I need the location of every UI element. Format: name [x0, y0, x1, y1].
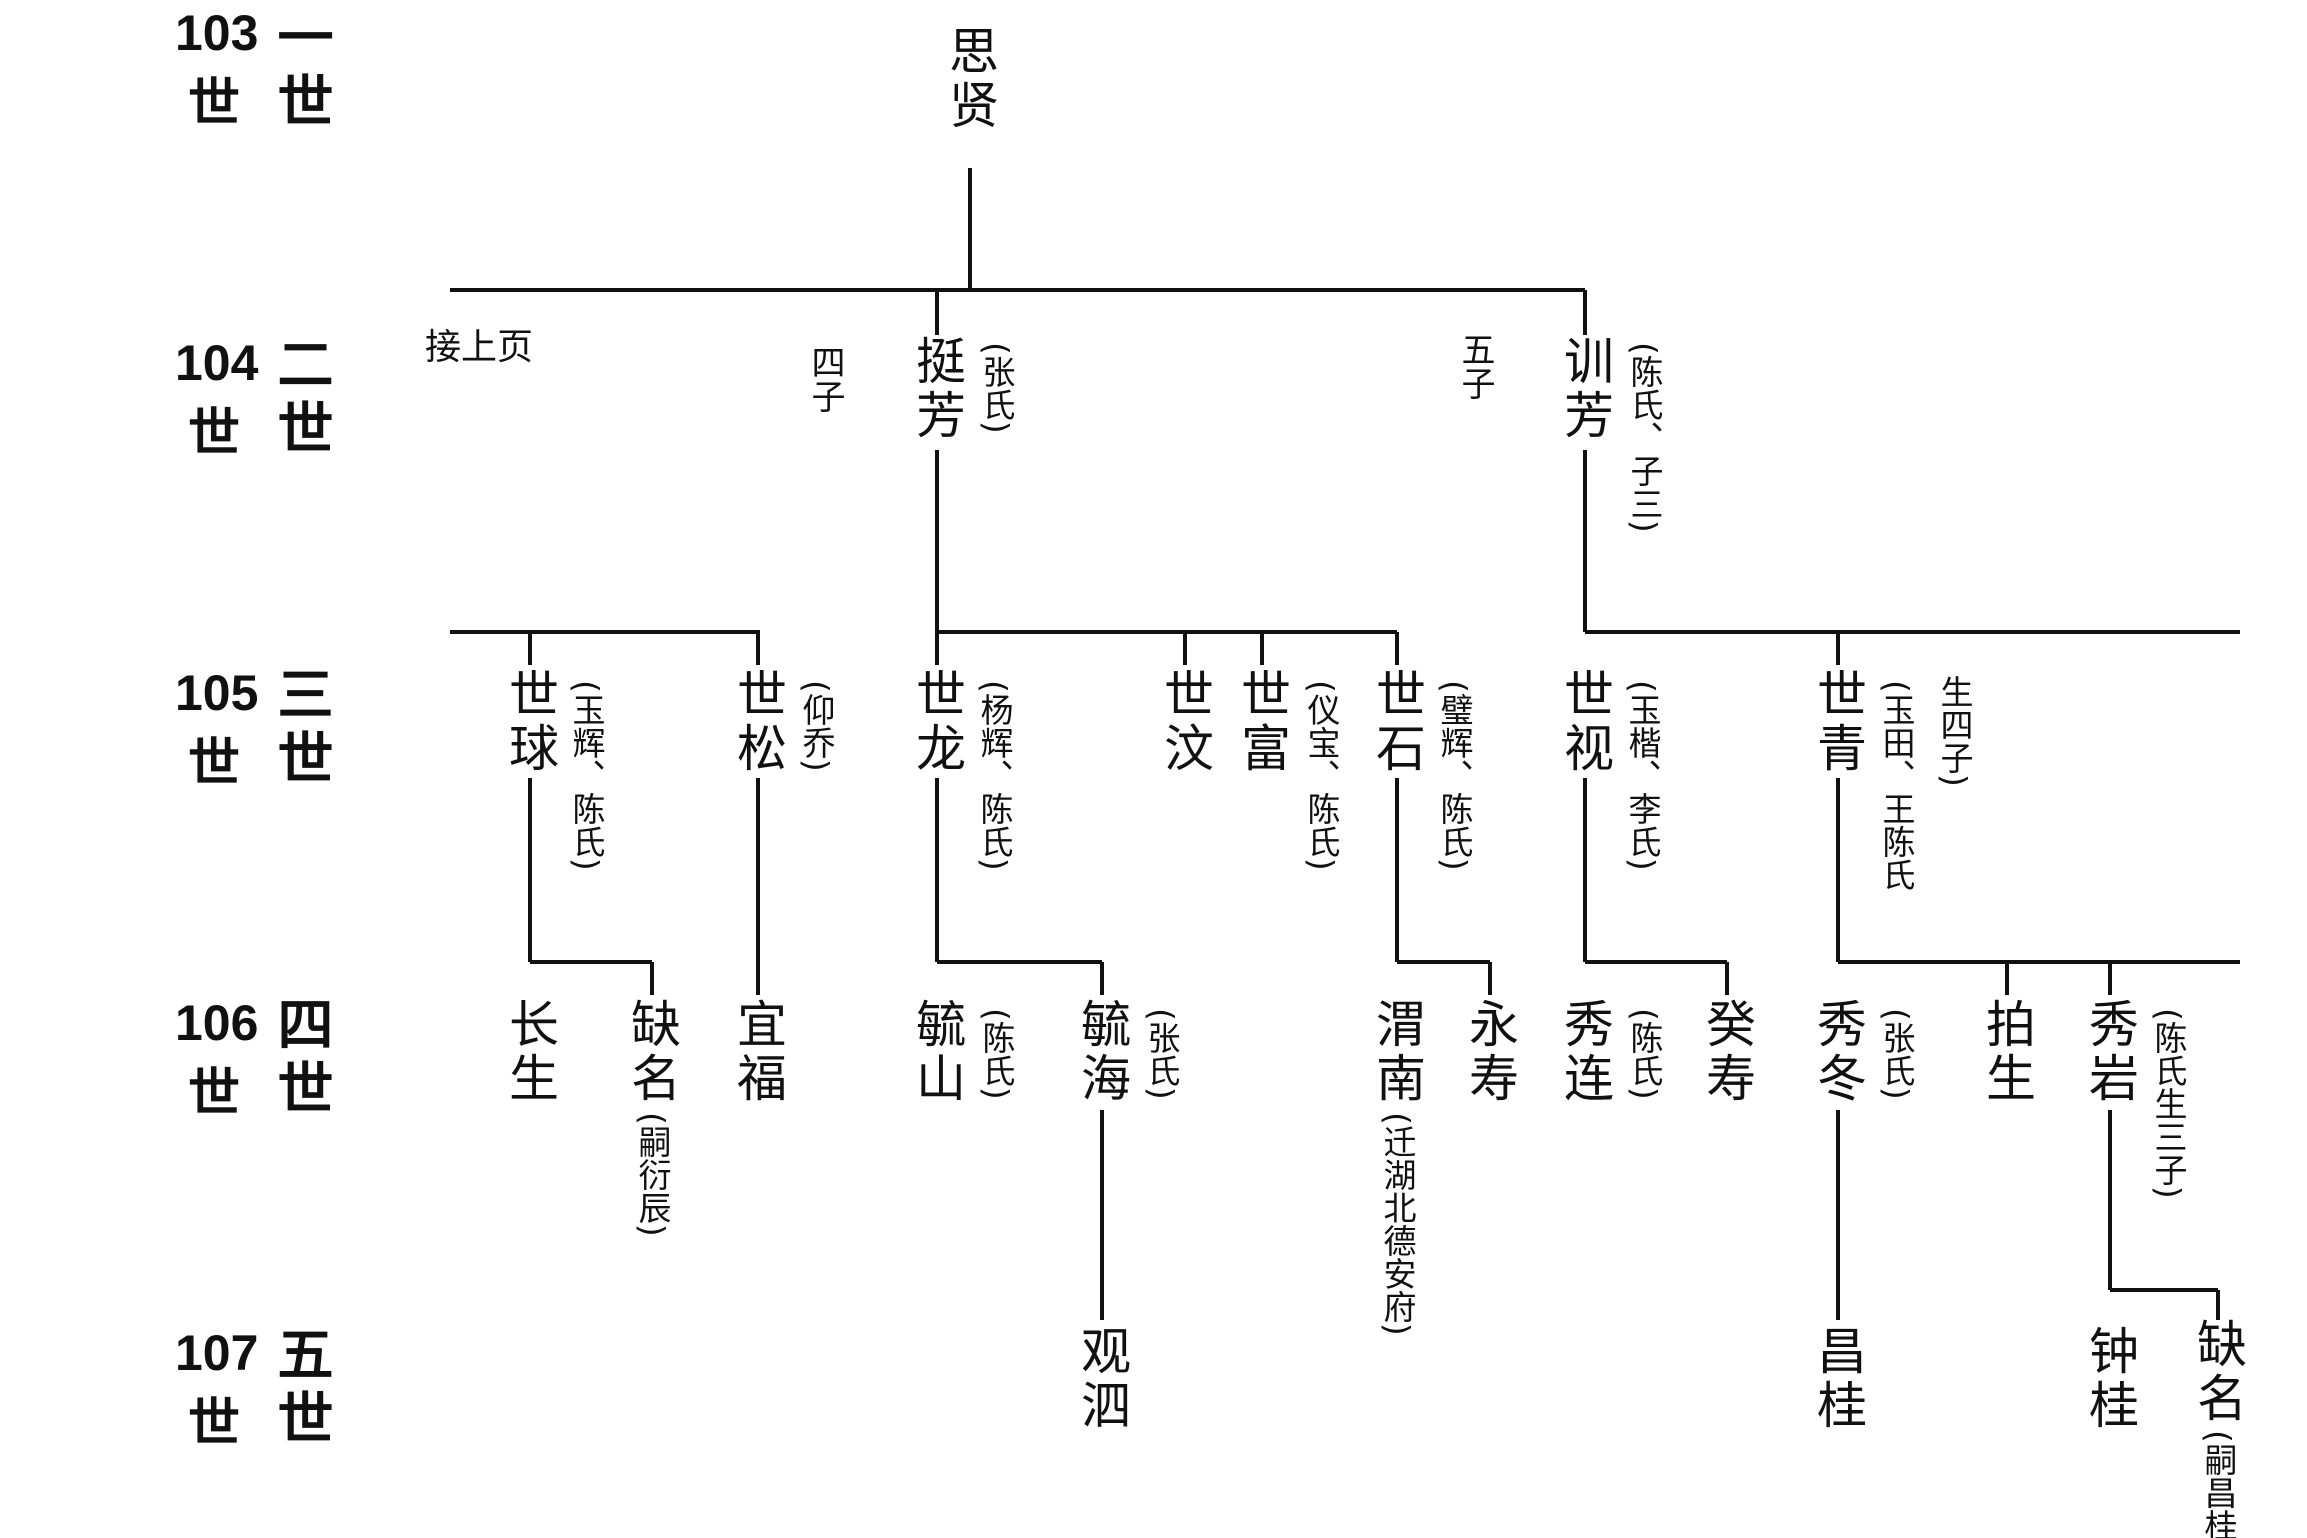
note-shisong: (仰乔)	[797, 680, 836, 772]
person-shiwen: 世汶	[1156, 668, 1214, 776]
gen-103-number: 103	[175, 5, 259, 61]
note-shushan: (陈氏)	[977, 1008, 1016, 1100]
note-xunfang: (陈氏、子三)	[1625, 342, 1664, 533]
person-changsheng: 长生	[501, 998, 559, 1106]
note-shiqiu: (玉辉、陈氏)	[567, 680, 606, 871]
person-shuhai: 毓海	[1073, 998, 1131, 1106]
note-queming-1: (嗣衍辰)	[633, 1112, 672, 1237]
person-yifu: 宜福	[729, 998, 787, 1106]
gen-106-number: 106	[175, 995, 259, 1051]
gen-105-rank: 三世	[268, 665, 333, 793]
person-zhonggui: 钟桂	[2081, 1325, 2139, 1433]
note-shuhai: (张氏)	[1142, 1008, 1181, 1100]
person-shishi: 世石	[1368, 668, 1426, 776]
person-sixian: 思贤	[941, 25, 999, 133]
gen-106-shi: 世	[188, 1064, 241, 1124]
person-xiuyan: 秀岩	[2081, 998, 2139, 1106]
note-shishi-2: (玉楷、李氏)	[1623, 680, 1662, 871]
person-queming-2: 缺名	[2189, 1318, 2247, 1426]
person-xiudong: 秀冬	[1809, 998, 1867, 1106]
gen-104-shi: 世	[188, 404, 241, 464]
note-queming-2: (嗣昌桂	[2199, 1430, 2238, 1538]
person-shifu: 世富	[1233, 668, 1291, 776]
note-xiudong: (张氏)	[1877, 1008, 1916, 1100]
gen-105-shi: 世	[188, 734, 241, 794]
person-guansi: 观泗	[1073, 1325, 1131, 1433]
gen-104-rank: 二世	[268, 335, 333, 463]
note-weinan: (迁湖北德安府)	[1378, 1112, 1417, 1336]
birth-order-xunfang: 五子	[1455, 332, 1495, 400]
continued-from-previous-page: 接上页	[425, 327, 534, 368]
note-xiulian: (陈氏)	[1625, 1008, 1664, 1100]
person-changgui: 昌桂	[1809, 1325, 1867, 1433]
gen-106-rank: 四世	[268, 995, 333, 1123]
gen-103-shi: 世	[188, 74, 241, 134]
person-weinan: 渭南	[1368, 998, 1426, 1106]
gen-104-number: 104	[175, 335, 259, 391]
birth-order-tingfang: 四子	[805, 345, 845, 413]
person-paisheng: 拍生	[1978, 998, 2036, 1106]
gen-103-rank: 一世	[268, 8, 333, 136]
person-shiqiu: 世球	[501, 668, 559, 776]
person-shilong: 世龙	[908, 668, 966, 776]
gen-107-rank: 五世	[268, 1325, 333, 1453]
gen-107-shi: 世	[188, 1394, 241, 1454]
person-shushan: 毓山	[908, 998, 966, 1106]
person-xiulian: 秀连	[1556, 998, 1614, 1106]
person-guishou: 癸寿	[1698, 998, 1756, 1106]
note-shiqing: (玉田、王陈氏	[1877, 680, 1916, 891]
person-shisong: 世松	[729, 668, 787, 776]
person-xunfang: 训芳	[1556, 335, 1614, 443]
gen-105-number: 105	[175, 665, 259, 721]
note-shiqing-children: 生四子)	[1935, 675, 1974, 787]
person-tingfang: 挺芳	[908, 335, 966, 443]
note-shifu: (仪宝、陈氏)	[1302, 680, 1341, 871]
note-shishi: (璧辉、陈氏)	[1435, 680, 1474, 871]
person-shishi-2: 世视	[1556, 668, 1614, 776]
person-yongshou: 永寿	[1461, 998, 1519, 1106]
note-tingfang: (张氏)	[977, 342, 1016, 434]
note-shilong: (杨辉、陈氏)	[975, 680, 1014, 871]
person-shiqing: 世青	[1809, 668, 1867, 776]
note-xiuyan: (陈氏生三子)	[2149, 1008, 2188, 1199]
person-queming-1: 缺名	[623, 998, 681, 1106]
gen-107-number: 107	[175, 1325, 259, 1381]
